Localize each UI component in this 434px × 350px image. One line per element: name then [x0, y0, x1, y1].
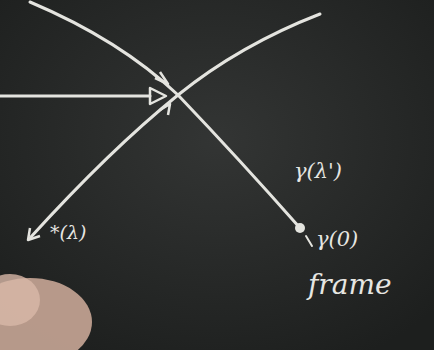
- arrowhead: [160, 104, 170, 115]
- arrowhead: [150, 88, 166, 104]
- chalk-label: γ(λ'): [294, 160, 342, 183]
- arrow-line: [0, 95, 150, 98]
- chalk-label: γ(0): [316, 228, 358, 251]
- world-line: [30, 14, 320, 238]
- tick: [306, 236, 312, 246]
- hand: [0, 274, 40, 326]
- event-dot: [295, 223, 305, 233]
- arrowhead: [28, 228, 40, 240]
- chalk-label: frame: [308, 270, 392, 301]
- arrowhead: [155, 72, 168, 84]
- chalk-label: *(λ): [50, 222, 86, 243]
